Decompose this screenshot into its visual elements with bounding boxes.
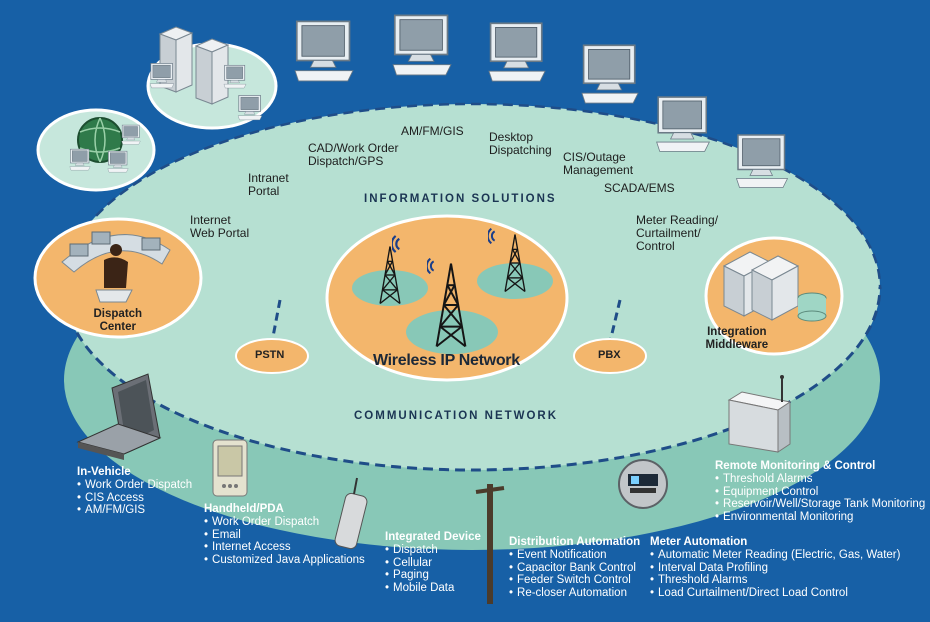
amfm-gis-label: AM/FM/GIS <box>401 124 464 138</box>
dispatch-center-label: Dispatch Center <box>93 308 143 333</box>
list-item: Internet Access <box>204 541 365 554</box>
list-item: CIS Access <box>77 492 192 505</box>
info-layer-outer-dashed <box>62 102 882 288</box>
middleware-icon <box>722 251 827 322</box>
list-item: Dispatch <box>385 544 481 557</box>
cis-outage-label: CIS/Outage Management <box>563 150 634 177</box>
list-item: Automatic Meter Reading (Electric, Gas, … <box>650 549 900 562</box>
connector-lines <box>270 299 622 343</box>
list-item: Equipment Control <box>715 486 925 499</box>
dispatcher-icon <box>61 231 171 303</box>
handheld-pda-title: Handheld/PDA <box>204 503 284 515</box>
list-item: Customized Java Applications <box>204 554 365 567</box>
list-item: Event Notification <box>509 549 640 562</box>
list-item: Threshold Alarms <box>650 574 900 587</box>
tower-pad-center <box>406 310 498 354</box>
scada-ems-label: SCADA/EMS <box>604 181 675 195</box>
remote-monitoring-title: Remote Monitoring & Control <box>715 460 876 472</box>
list-item: Re-closer Automation <box>509 587 640 600</box>
list-item: AM/FM/GIS <box>77 504 192 517</box>
integration-middleware-label: Integration Middleware <box>705 326 769 351</box>
list-item: Work Order Dispatch <box>204 516 365 529</box>
wireless-ip-network-label: Wireless IP Network <box>373 352 520 369</box>
pstn-node <box>235 338 309 374</box>
desktop-dispatching-label: Desktop Dispatching <box>489 130 552 157</box>
list-item: Email <box>204 529 365 542</box>
meter-automation-block: Meter Automation Automatic Meter Reading… <box>650 536 900 599</box>
integrated-device-title: Integrated Device <box>385 531 481 543</box>
globe-network-node <box>36 108 156 192</box>
globe-network-icon <box>69 117 141 173</box>
server-icon <box>149 26 263 121</box>
intranet-portal-label: Intranet Portal <box>248 171 289 198</box>
list-item: Environmental Monitoring <box>715 511 925 524</box>
meter-reading-label: Meter Reading/ Curtailment/ Control <box>636 213 719 253</box>
pstn-label: PSTN <box>255 349 285 361</box>
pbx-node <box>573 338 647 374</box>
layer-boundary-dashed <box>62 286 882 472</box>
list-item: Interval Data Profiling <box>650 562 900 575</box>
pole-icon <box>475 484 505 604</box>
integration-middleware-node <box>704 236 844 356</box>
tower-pad-left <box>352 270 428 306</box>
distribution-automation-title: Distribution Automation <box>509 536 641 548</box>
dispatch-center-node <box>33 217 203 339</box>
list-item: Capacitor Bank Control <box>509 562 640 575</box>
tower-pad-right <box>477 263 553 299</box>
distribution-automation-block: Distribution Automation Event Notificati… <box>509 536 640 599</box>
meter-automation-title: Meter Automation <box>650 536 748 548</box>
in-vehicle-block: In-Vehicle Work Order Dispatch CIS Acces… <box>77 466 192 517</box>
cad-work-order-label: CAD/Work Order Dispatch/GPS <box>308 141 399 168</box>
internet-web-portal-label: Internet Web Portal <box>190 213 250 240</box>
in-vehicle-title: In-Vehicle <box>77 466 131 478</box>
communication-network-title: COMMUNICATION NETWORK <box>354 410 559 422</box>
list-item: Cellular <box>385 557 481 570</box>
list-item: Work Order Dispatch <box>77 479 192 492</box>
list-item: Paging <box>385 569 481 582</box>
laptop-icon <box>76 373 162 460</box>
list-item: Reservoir/Well/Storage Tank Monitoring <box>715 498 925 511</box>
rtu-box-icon <box>727 375 792 453</box>
handheld-pda-block: Handheld/PDA Work Order Dispatch Email I… <box>204 503 365 566</box>
integrated-device-block: Integrated Device Dispatch Cellular Pagi… <box>385 531 481 594</box>
list-item: Load Curtailment/Direct Load Control <box>650 587 900 600</box>
list-item: Threshold Alarms <box>715 473 925 486</box>
information-solutions-title: INFORMATION SOLUTIONS <box>364 193 557 205</box>
pda-icon <box>212 439 248 497</box>
list-item: Mobile Data <box>385 582 481 595</box>
server-cluster-node <box>146 26 278 130</box>
pbx-label: PBX <box>598 349 621 361</box>
list-item: Feeder Switch Control <box>509 574 640 587</box>
meter-icon <box>618 459 668 509</box>
remote-monitoring-block: Remote Monitoring & Control Threshold Al… <box>715 460 925 523</box>
